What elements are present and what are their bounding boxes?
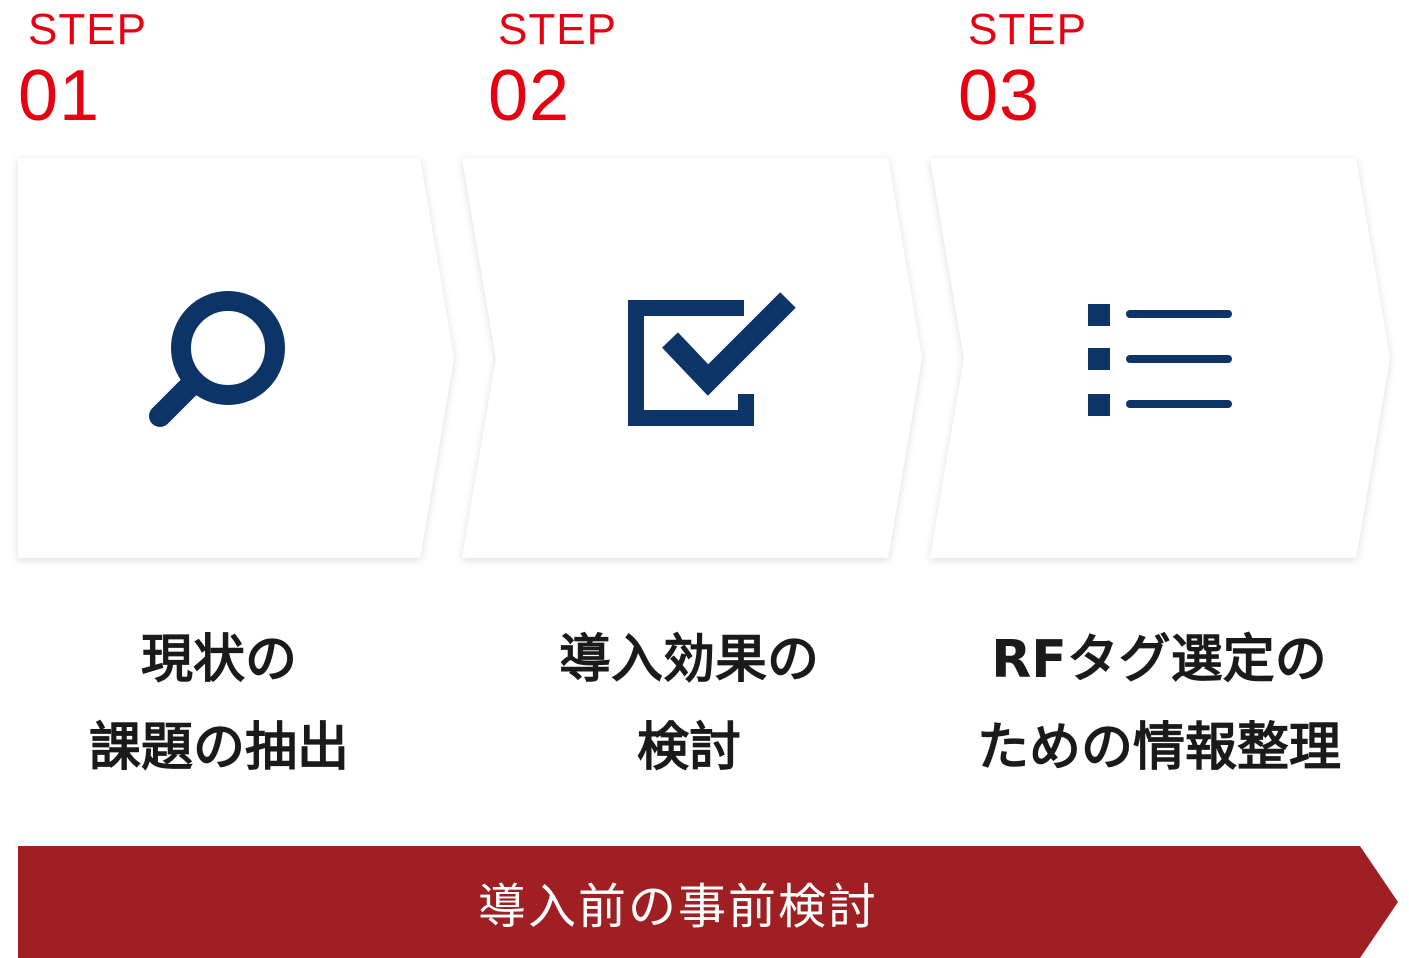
step-title-line: 課題の抽出 <box>88 718 349 778</box>
step-title-line: 検討 <box>636 718 741 778</box>
banner-label: 導入前の事前検討 <box>477 879 878 935</box>
step-title-line: 導入効果の <box>558 630 819 690</box>
step-word: STEP <box>968 5 1087 54</box>
step-title-line: 現状の <box>140 630 297 690</box>
step-number: 02 <box>488 56 571 136</box>
step-word: STEP <box>498 5 617 54</box>
list-icon <box>1088 304 1232 416</box>
step-1-title: 現状の 課題の抽出 <box>4 616 434 792</box>
step-title-line: RFタグ選定の <box>991 630 1327 690</box>
step-2-title: 導入効果の 検討 <box>474 616 904 792</box>
step-number: 03 <box>958 56 1041 136</box>
step-word: STEP <box>28 5 147 54</box>
step-title-line: ための情報整理 <box>976 718 1341 778</box>
step-3-title: RFタグ選定の ための情報整理 <box>944 616 1374 792</box>
banner-arrow <box>18 846 1398 958</box>
step-1-card <box>18 158 454 558</box>
magnifier-icon <box>149 291 285 427</box>
step-number: 01 <box>18 56 101 136</box>
checkbox-check-icon <box>628 292 796 426</box>
